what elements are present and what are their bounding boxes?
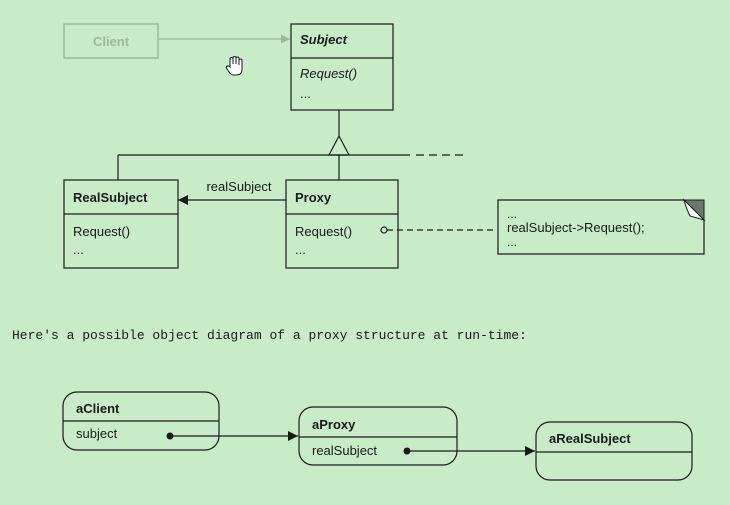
subject-class: Subject Request() ... <box>290 23 394 111</box>
proxy-operation: Request() <box>295 224 352 239</box>
note-line-2: realSubject->Request(); <box>507 220 645 235</box>
a-proxy-name: aProxy <box>312 417 356 432</box>
a-real-subject-name: aRealSubject <box>549 431 631 446</box>
note-connector <box>380 226 497 234</box>
a-proxy-object: aProxy realSubject <box>298 406 458 466</box>
real-subject-class-name: RealSubject <box>73 190 148 205</box>
client-class: Client <box>63 23 159 59</box>
implementation-note: ... realSubject->Request(); ... <box>497 198 706 255</box>
subject-class-name: Subject <box>300 32 348 47</box>
real-subject-operation-ellipsis: ... <box>73 242 84 257</box>
inheritance-connector <box>117 110 464 180</box>
proxy-class: Proxy Request() ... <box>285 179 399 269</box>
subject-operation-ellipsis: ... <box>300 86 311 101</box>
proxy-operation-ellipsis: ... <box>295 242 306 257</box>
real-subject-class: RealSubject Request() ... <box>63 179 179 269</box>
proxy-class-name: Proxy <box>295 190 332 205</box>
client-class-name: Client <box>93 34 130 49</box>
real-subject-operation: Request() <box>73 224 130 239</box>
a-client-field: subject <box>76 426 118 441</box>
a-client-name: aClient <box>76 401 120 416</box>
note-line-1: ... <box>507 207 517 221</box>
object-diagram-caption: Here's a possible object diagram of a pr… <box>12 328 527 343</box>
association-label: realSubject <box>206 179 271 194</box>
a-client-object: aClient subject <box>62 391 220 451</box>
subject-operation: Request() <box>300 66 357 81</box>
a-proxy-field: realSubject <box>312 443 377 458</box>
hand-cursor-icon <box>225 55 243 76</box>
note-line-3: ... <box>507 235 517 249</box>
a-real-subject-object: aRealSubject <box>535 421 693 481</box>
